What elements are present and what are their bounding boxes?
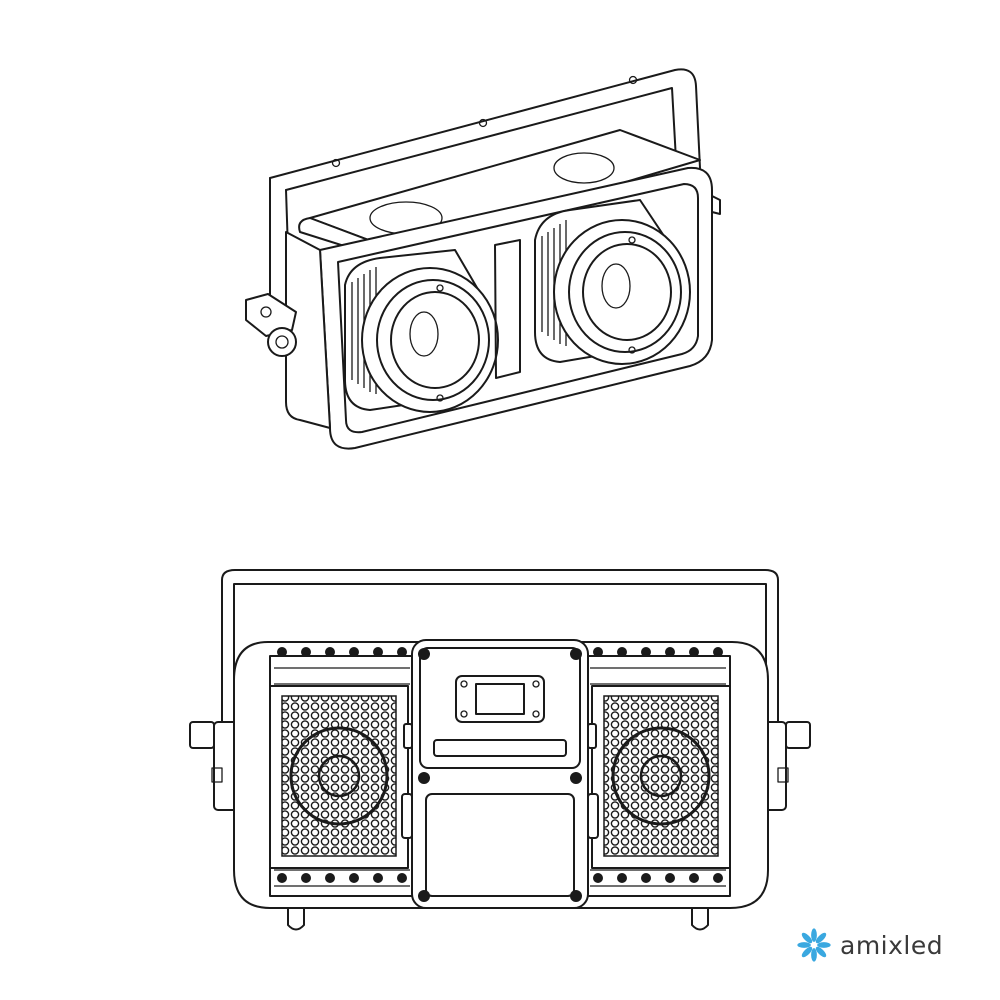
pinwheel-logo-icon: [797, 928, 831, 962]
screw-heads: [277, 647, 723, 883]
lock-knob-left: [189, 721, 215, 749]
rear-yoke: [221, 569, 779, 811]
center-divider: [494, 239, 521, 379]
housing-side: [285, 231, 331, 429]
brand-name: amixled: [840, 930, 944, 960]
mount-hole: [628, 75, 638, 85]
control-strip: [433, 739, 567, 757]
lock-knob-right: [785, 721, 811, 749]
tilt-handle: [245, 293, 297, 337]
brand-logo: amixled: [796, 925, 943, 965]
foot-right: [691, 907, 709, 931]
display-screen: [475, 683, 525, 715]
right-lens-assembly: [534, 199, 691, 365]
left-lens-assembly: [344, 249, 499, 413]
yoke-top-bar: [269, 68, 701, 179]
foot-left: [287, 907, 305, 931]
mount-hole: [478, 118, 488, 128]
connector-cover: [425, 793, 575, 897]
rear-view-drawing: [189, 569, 811, 931]
mount-hole: [331, 158, 341, 168]
front-view-drawing: [245, 68, 721, 450]
top-port: [553, 152, 615, 184]
rail-hardware: [274, 667, 726, 887]
tilt-knob: [267, 327, 297, 357]
fan-right-icon: [611, 726, 711, 826]
fan-left-icon: [289, 726, 389, 826]
